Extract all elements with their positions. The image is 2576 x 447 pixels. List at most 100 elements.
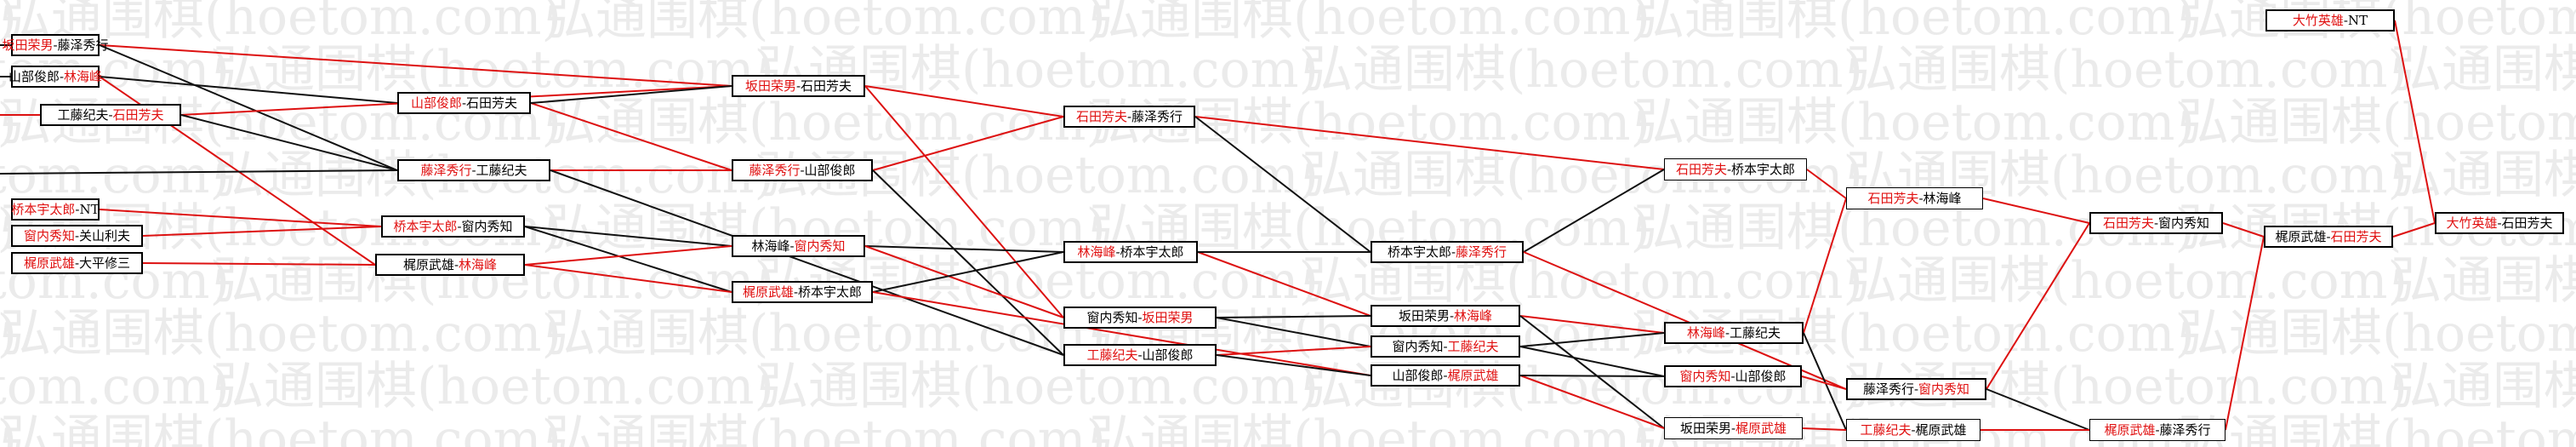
match-box[interactable]: 林海峰-窗内秀知 — [732, 235, 865, 257]
watermark-text: 弘通围棋(hoetom.com) — [757, 357, 1319, 416]
match-box[interactable]: 坂田荣男-梶原武雄 — [1664, 417, 1803, 439]
bracket-line — [1986, 388, 2090, 431]
match-box[interactable]: 坂田荣男-石田芳夫 — [732, 75, 865, 97]
separator: - — [2326, 228, 2331, 244]
player-a-name: 林海峰 — [1077, 244, 1116, 260]
bracket-line — [864, 245, 1064, 253]
match-box[interactable]: 石田芳夫-窗内秀知 — [2089, 212, 2223, 234]
match-box[interactable]: 坂田荣男-藤泽秀行 — [2, 34, 109, 56]
match-box[interactable]: 桥本宇太郎-藤泽秀行 — [1371, 241, 1524, 263]
separator: - — [1913, 381, 1919, 397]
bracket-line — [0, 169, 398, 175]
player-b-name: 石田芳夫 — [112, 106, 164, 123]
separator: - — [461, 95, 467, 111]
player-a-name: 林海峰 — [751, 238, 790, 254]
separator: - — [74, 227, 80, 244]
match-box[interactable]: 林海峰-桥本宇太郎 — [1063, 241, 1198, 263]
bracket-line — [1806, 169, 1847, 199]
watermark-text: 弘通围棋(hoetom.com) — [2391, 251, 2576, 311]
match-box[interactable]: 大竹英雄-NT — [2265, 9, 2395, 32]
bracket-line — [1194, 116, 1665, 170]
player-b-name: 工藤纪夫 — [1447, 338, 1499, 354]
match-box[interactable]: 梶原武雄-林海峰 — [375, 254, 525, 276]
match-box[interactable]: 石田芳夫-桥本宇太郎 — [1664, 158, 1807, 181]
bracket-line — [99, 76, 398, 104]
match-box[interactable]: 窗内秀知-坂田荣男 — [1063, 307, 1217, 329]
player-a-name: 窗内秀知 — [1086, 309, 1138, 325]
watermark-text: 弘通围棋(hoetom.com) — [1302, 40, 1863, 100]
separator: - — [1443, 338, 1448, 354]
match-box[interactable]: 梶原武雄-石田芳夫 — [2264, 226, 2393, 248]
separator: - — [1730, 368, 1735, 384]
player-b-name: 桥本宇太郎 — [1731, 161, 1796, 177]
match-box[interactable]: 窗内秀知-关山利夫 — [11, 225, 143, 247]
bracket-line — [872, 169, 1064, 356]
separator: - — [471, 162, 476, 178]
player-b-name: 坂田荣男 — [1142, 309, 1194, 325]
player-b-name: 林海峰 — [64, 68, 103, 84]
match-box[interactable]: 窗内秀知-山部俊郎 — [1664, 365, 1802, 387]
match-box[interactable]: 梶原武雄-大平修三 — [11, 252, 143, 274]
bracket-line — [864, 85, 1064, 318]
match-box[interactable]: 工藤纪夫-梶原武雄 — [1846, 419, 1980, 441]
match-box[interactable]: 工藤纪夫-山部俊郎 — [1063, 344, 1217, 366]
bracket-line — [524, 226, 732, 247]
match-box[interactable]: 石田芳夫-林海峰 — [1846, 187, 1983, 209]
bracket-line — [142, 262, 376, 266]
separator: - — [2343, 12, 2348, 28]
match-box[interactable]: 石田芳夫-藤泽秀行 — [1063, 106, 1195, 128]
player-b-name: 工藤纪夫 — [1730, 324, 1781, 341]
match-box[interactable]: 山部俊郎-石田芳夫 — [397, 92, 531, 114]
player-a-name: 工藤纪夫 — [1860, 421, 1912, 438]
match-box[interactable]: 山部俊郎-梶原武雄 — [1371, 364, 1520, 387]
bracket-line — [1802, 427, 1847, 431]
match-box[interactable]: 桥本宇太郎-NT — [11, 198, 100, 221]
player-a-name: 坂田荣男 — [1679, 420, 1731, 436]
player-a-name: 窗内秀知 — [1392, 338, 1444, 354]
match-box[interactable]: 窗内秀知-工藤纪夫 — [1371, 335, 1520, 358]
player-a-name: 窗内秀知 — [23, 227, 75, 244]
match-box[interactable]: 坂田荣男-林海峰 — [1371, 305, 1520, 327]
bracket-line — [2392, 222, 2436, 238]
player-b-name: 窗内秀知 — [1918, 381, 1970, 397]
player-a-name: 林海峰 — [1686, 324, 1725, 341]
bracket-line — [1194, 116, 1371, 253]
watermark-text: 弘通围棋(hoetom.com) — [0, 146, 230, 205]
match-box[interactable]: 藤泽秀行-窗内秀知 — [1846, 378, 1986, 400]
player-b-name: 梶原武雄 — [1735, 420, 1787, 436]
match-box[interactable]: 林海峰-工藤纪夫 — [1664, 322, 1804, 344]
separator: - — [108, 106, 113, 123]
watermark-text: 弘通围棋(hoetom.com) — [1089, 0, 1650, 47]
bracket-line — [1197, 251, 1371, 317]
match-box[interactable]: 梶原武雄-桥本宇太郎 — [732, 281, 873, 303]
match-box[interactable]: 藤泽秀行-山部俊郎 — [732, 159, 873, 181]
bracket-line — [872, 116, 1064, 171]
player-a-name: 梶原武雄 — [23, 255, 75, 271]
bracket-line — [1519, 346, 1665, 377]
watermark-text: 弘通围棋(hoetom.com) — [2178, 410, 2576, 447]
watermark-text: 弘通围棋(hoetom.com) — [544, 304, 1106, 364]
bracket-line — [2394, 20, 2436, 224]
match-box[interactable]: 工藤纪夫-石田芳夫 — [40, 104, 181, 126]
match-box[interactable]: 梶原武雄-藤泽秀行 — [2089, 419, 2226, 441]
match-box[interactable]: 山部俊郎-林海峰 — [9, 66, 103, 88]
separator: - — [1726, 161, 1732, 177]
bracket-line — [99, 44, 732, 87]
separator: - — [1730, 420, 1736, 436]
match-box[interactable]: 大竹英雄-石田芳夫 — [2435, 212, 2564, 234]
player-a-name: 藤泽秀行 — [1862, 381, 1914, 397]
match-box[interactable]: 藤泽秀行-工藤纪夫 — [397, 159, 550, 181]
separator: - — [1443, 367, 1448, 383]
watermark-text: 弘通围棋(hoetom.com) — [1633, 93, 2195, 152]
player-a-name: 梶原武雄 — [2275, 228, 2327, 244]
player-a-name: 桥本宇太郎 — [11, 201, 76, 217]
watermark-text: 弘通围棋(hoetom.com) — [213, 357, 774, 416]
match-box[interactable]: 桥本宇太郎-窗内秀知 — [381, 215, 525, 238]
bracket-line — [1216, 317, 1371, 347]
player-b-name: 桥本宇太郎 — [798, 284, 863, 300]
bracket-line — [1216, 346, 1371, 356]
separator: - — [789, 238, 795, 254]
watermark-text: 弘通围棋(hoetom.com) — [544, 0, 1106, 47]
separator: - — [1449, 307, 1455, 324]
separator: - — [1450, 244, 1456, 260]
